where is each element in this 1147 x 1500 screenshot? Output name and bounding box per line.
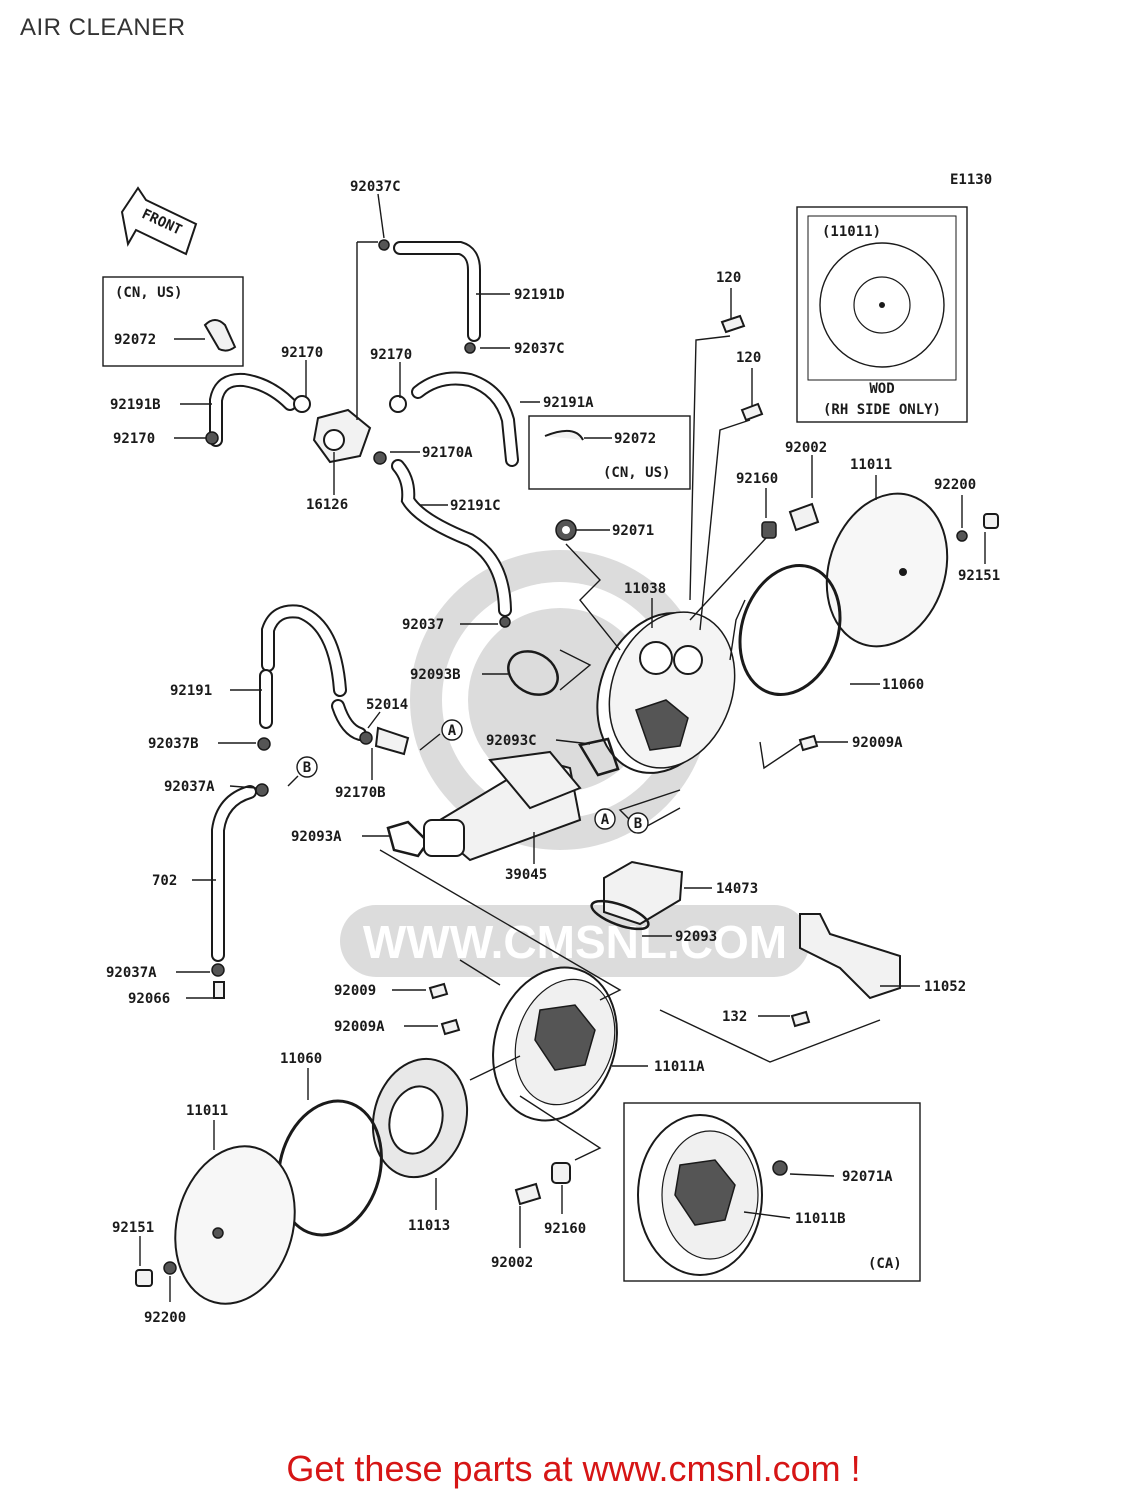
part-label[interactable]: 92093C bbox=[486, 733, 537, 749]
part-label[interactable]: 11013 bbox=[408, 1218, 450, 1234]
part-label[interactable]: 92170A bbox=[422, 445, 473, 461]
part-label[interactable]: 92037C bbox=[514, 341, 565, 357]
part-label[interactable]: 11011 bbox=[850, 457, 892, 473]
callout-box-ca: (CA) bbox=[623, 1102, 921, 1282]
ref-a-lower: A bbox=[601, 812, 610, 828]
part-label[interactable]: 92093A bbox=[291, 829, 342, 845]
part-label[interactable]: 92160 bbox=[736, 471, 778, 487]
part-label[interactable]: 11011A bbox=[654, 1059, 705, 1075]
part-label[interactable]: 92002 bbox=[785, 440, 827, 456]
part-label[interactable]: 11038 bbox=[624, 581, 666, 597]
part-label[interactable]: 92191 bbox=[170, 683, 212, 699]
part-label[interactable]: 92066 bbox=[128, 991, 170, 1007]
small-parts bbox=[135, 239, 999, 1287]
part-label[interactable]: 92191A bbox=[543, 395, 594, 411]
part-label[interactable]: 120 bbox=[736, 350, 761, 366]
part-label[interactable]: 39045 bbox=[505, 867, 547, 883]
part-label[interactable]: 92191D bbox=[514, 287, 565, 303]
part-label[interactable]: 92170B bbox=[335, 785, 386, 801]
part-label[interactable]: 92160 bbox=[544, 1221, 586, 1237]
leader-lines bbox=[139, 193, 986, 1302]
front-arrow-icon: FRONT bbox=[120, 186, 198, 256]
part-label[interactable]: 11060 bbox=[280, 1051, 322, 1067]
callout-box-cn-us-left: (CN, US) bbox=[102, 276, 244, 367]
part-label[interactable]: 92037B bbox=[148, 736, 199, 752]
callout-wod: WOD bbox=[869, 381, 894, 397]
part-label[interactable]: 92037A bbox=[164, 779, 215, 795]
page-title: AIR CLEANER bbox=[20, 14, 186, 41]
ref-b-left: B bbox=[303, 760, 311, 776]
part-label[interactable]: 92151 bbox=[958, 568, 1000, 584]
part-label[interactable]: 92009A bbox=[852, 735, 903, 751]
part-label[interactable]: 92037 bbox=[402, 617, 444, 633]
part-label[interactable]: 11052 bbox=[924, 979, 966, 995]
part-label[interactable]: 14073 bbox=[716, 881, 758, 897]
part-label[interactable]: 92071A bbox=[842, 1169, 893, 1185]
hoses bbox=[209, 241, 519, 962]
part-label[interactable]: 92009 bbox=[334, 983, 376, 999]
part-label[interactable]: 120 bbox=[716, 270, 741, 286]
part-label[interactable]: 92072 bbox=[114, 332, 156, 348]
part-label[interactable]: 16126 bbox=[306, 497, 348, 513]
part-label[interactable]: 92170 bbox=[370, 347, 412, 363]
part-label[interactable]: 92200 bbox=[934, 477, 976, 493]
part-label[interactable]: 92093 bbox=[675, 929, 717, 945]
promo-link[interactable]: Get these parts at www.cmsnl.com ! bbox=[286, 1448, 861, 1489]
part-label[interactable]: 11011 bbox=[186, 1103, 228, 1119]
callout-rh-side: (RH SIDE ONLY) bbox=[823, 402, 941, 418]
part-label[interactable]: 92072 bbox=[614, 431, 656, 447]
part-label[interactable]: 92037C bbox=[350, 179, 401, 195]
part-label[interactable]: 11060 bbox=[882, 677, 924, 693]
diagram-code: E1130 bbox=[950, 172, 992, 188]
part-label[interactable]: 92093B bbox=[410, 667, 461, 683]
reference-markers: A B A B bbox=[296, 719, 649, 834]
ref-a-upper: A bbox=[448, 723, 457, 739]
part-label[interactable]: 52014 bbox=[366, 697, 408, 713]
part-label[interactable]: 92009A bbox=[334, 1019, 385, 1035]
part-label[interactable]: 92071 bbox=[612, 523, 654, 539]
main-assemblies bbox=[174, 492, 949, 1305]
part-label[interactable]: 92191C bbox=[450, 498, 501, 514]
part-label[interactable]: 92191B bbox=[110, 397, 161, 413]
part-label[interactable]: 11011B bbox=[795, 1211, 846, 1227]
part-label[interactable]: 92151 bbox=[112, 1220, 154, 1236]
promo-banner[interactable]: Get these parts at www.cmsnl.com ! bbox=[0, 1448, 1147, 1490]
watermark-text: WWW.CMSNL.COM bbox=[363, 916, 787, 968]
callout-cn-us-left: (CN, US) bbox=[115, 285, 182, 301]
part-label[interactable]: 92170 bbox=[281, 345, 323, 361]
part-label[interactable]: 92002 bbox=[491, 1255, 533, 1271]
part-label[interactable]: 702 bbox=[152, 873, 177, 889]
part-label[interactable]: 92037A bbox=[106, 965, 157, 981]
callout-cn-us-mid: (CN, US) bbox=[603, 465, 670, 481]
part-labels: 92037C 92191D 92037C 92072 92170 92170 9… bbox=[106, 179, 1000, 1326]
callout-box-wod: (11011) WOD (RH SIDE ONLY) bbox=[796, 206, 968, 423]
part-label[interactable]: 92200 bbox=[144, 1310, 186, 1326]
callout-ca: (CA) bbox=[868, 1256, 902, 1272]
ref-b-lower: B bbox=[634, 816, 642, 832]
callout-wod-ref: (11011) bbox=[822, 224, 881, 240]
part-label[interactable]: 92170 bbox=[113, 431, 155, 447]
part-label[interactable]: 132 bbox=[722, 1009, 747, 1025]
watermark: WWW.CMSNL.COM bbox=[340, 550, 810, 977]
callout-box-cn-us-mid: (CN, US) bbox=[528, 415, 691, 490]
